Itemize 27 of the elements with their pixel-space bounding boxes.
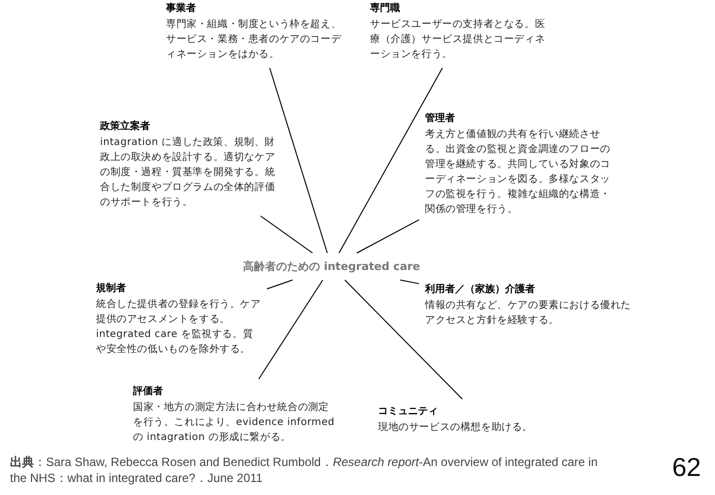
role-description: 統合した提供者の登録を行う。ケア提供のアセスメントをする。integrated care を監視する。質や安全性の低いものを除外する。	[96, 298, 261, 357]
role-heading: 政策立案者	[100, 120, 151, 133]
role-heading: 評価者	[133, 385, 164, 398]
role-heading: 事業者	[166, 2, 197, 15]
role-description: intagration に適した政策、規制、財政上の取決めを設計する。適切なケアの制度・過程・質基準を開発する。統合した制度やプログラムの全体的評価のサポートを行う。	[100, 136, 276, 210]
role-description: 考え方と価値観の共有を行い継続させる。出資金の監視と資金調達のフローの管理を継続する。共同している対象のコーディネーションを図る。多様なスタッフの監視を行う。複雑な組織的な構造・関係の管理を行う。	[425, 128, 612, 217]
role-description: サービスユーザーの支持者となる。医療（介護）サービス提供とコーディネーションを行う。	[370, 18, 546, 62]
role-description: 情報の共有など、ケアの要素における優れたアクセスと方針を経験する。	[425, 298, 632, 328]
role-description: 現地のサービスの構想を助ける。	[378, 420, 534, 435]
connector-line	[338, 68, 443, 254]
role-description: 専門家・組織・制度という枠を超え、サービス・業務・患者のケアのコーディネーションをはかる。	[166, 18, 342, 62]
role-heading: コミュニティ	[378, 405, 439, 418]
role-heading: 専門職	[370, 2, 401, 15]
connector-line	[258, 280, 324, 380]
connector-line	[266, 280, 294, 290]
connector-line	[400, 280, 420, 284]
role-description: 国家・地方の測定方法に合わせ統合の測定を行う。これにより、evidence informed の intagration の形成に繋がる。	[133, 400, 336, 445]
role-heading: 管理者	[425, 112, 456, 125]
connector-line	[260, 216, 314, 254]
connector-line	[269, 68, 328, 254]
page-number: 62	[672, 452, 701, 483]
central-topic: 高齢者のための integrated care	[243, 259, 420, 274]
connector-line	[344, 280, 463, 400]
role-heading: 規制者	[96, 282, 127, 295]
connector-line	[356, 219, 420, 254]
source-caption: 出典：Sara Shaw, Rebecca Rosen and Benedict Rumbold．Research report-An overview of integrated care in the NHS：what in integrated care?．June 2011	[10, 454, 599, 486]
role-heading: 利用者／（家族）介護者	[425, 283, 536, 296]
